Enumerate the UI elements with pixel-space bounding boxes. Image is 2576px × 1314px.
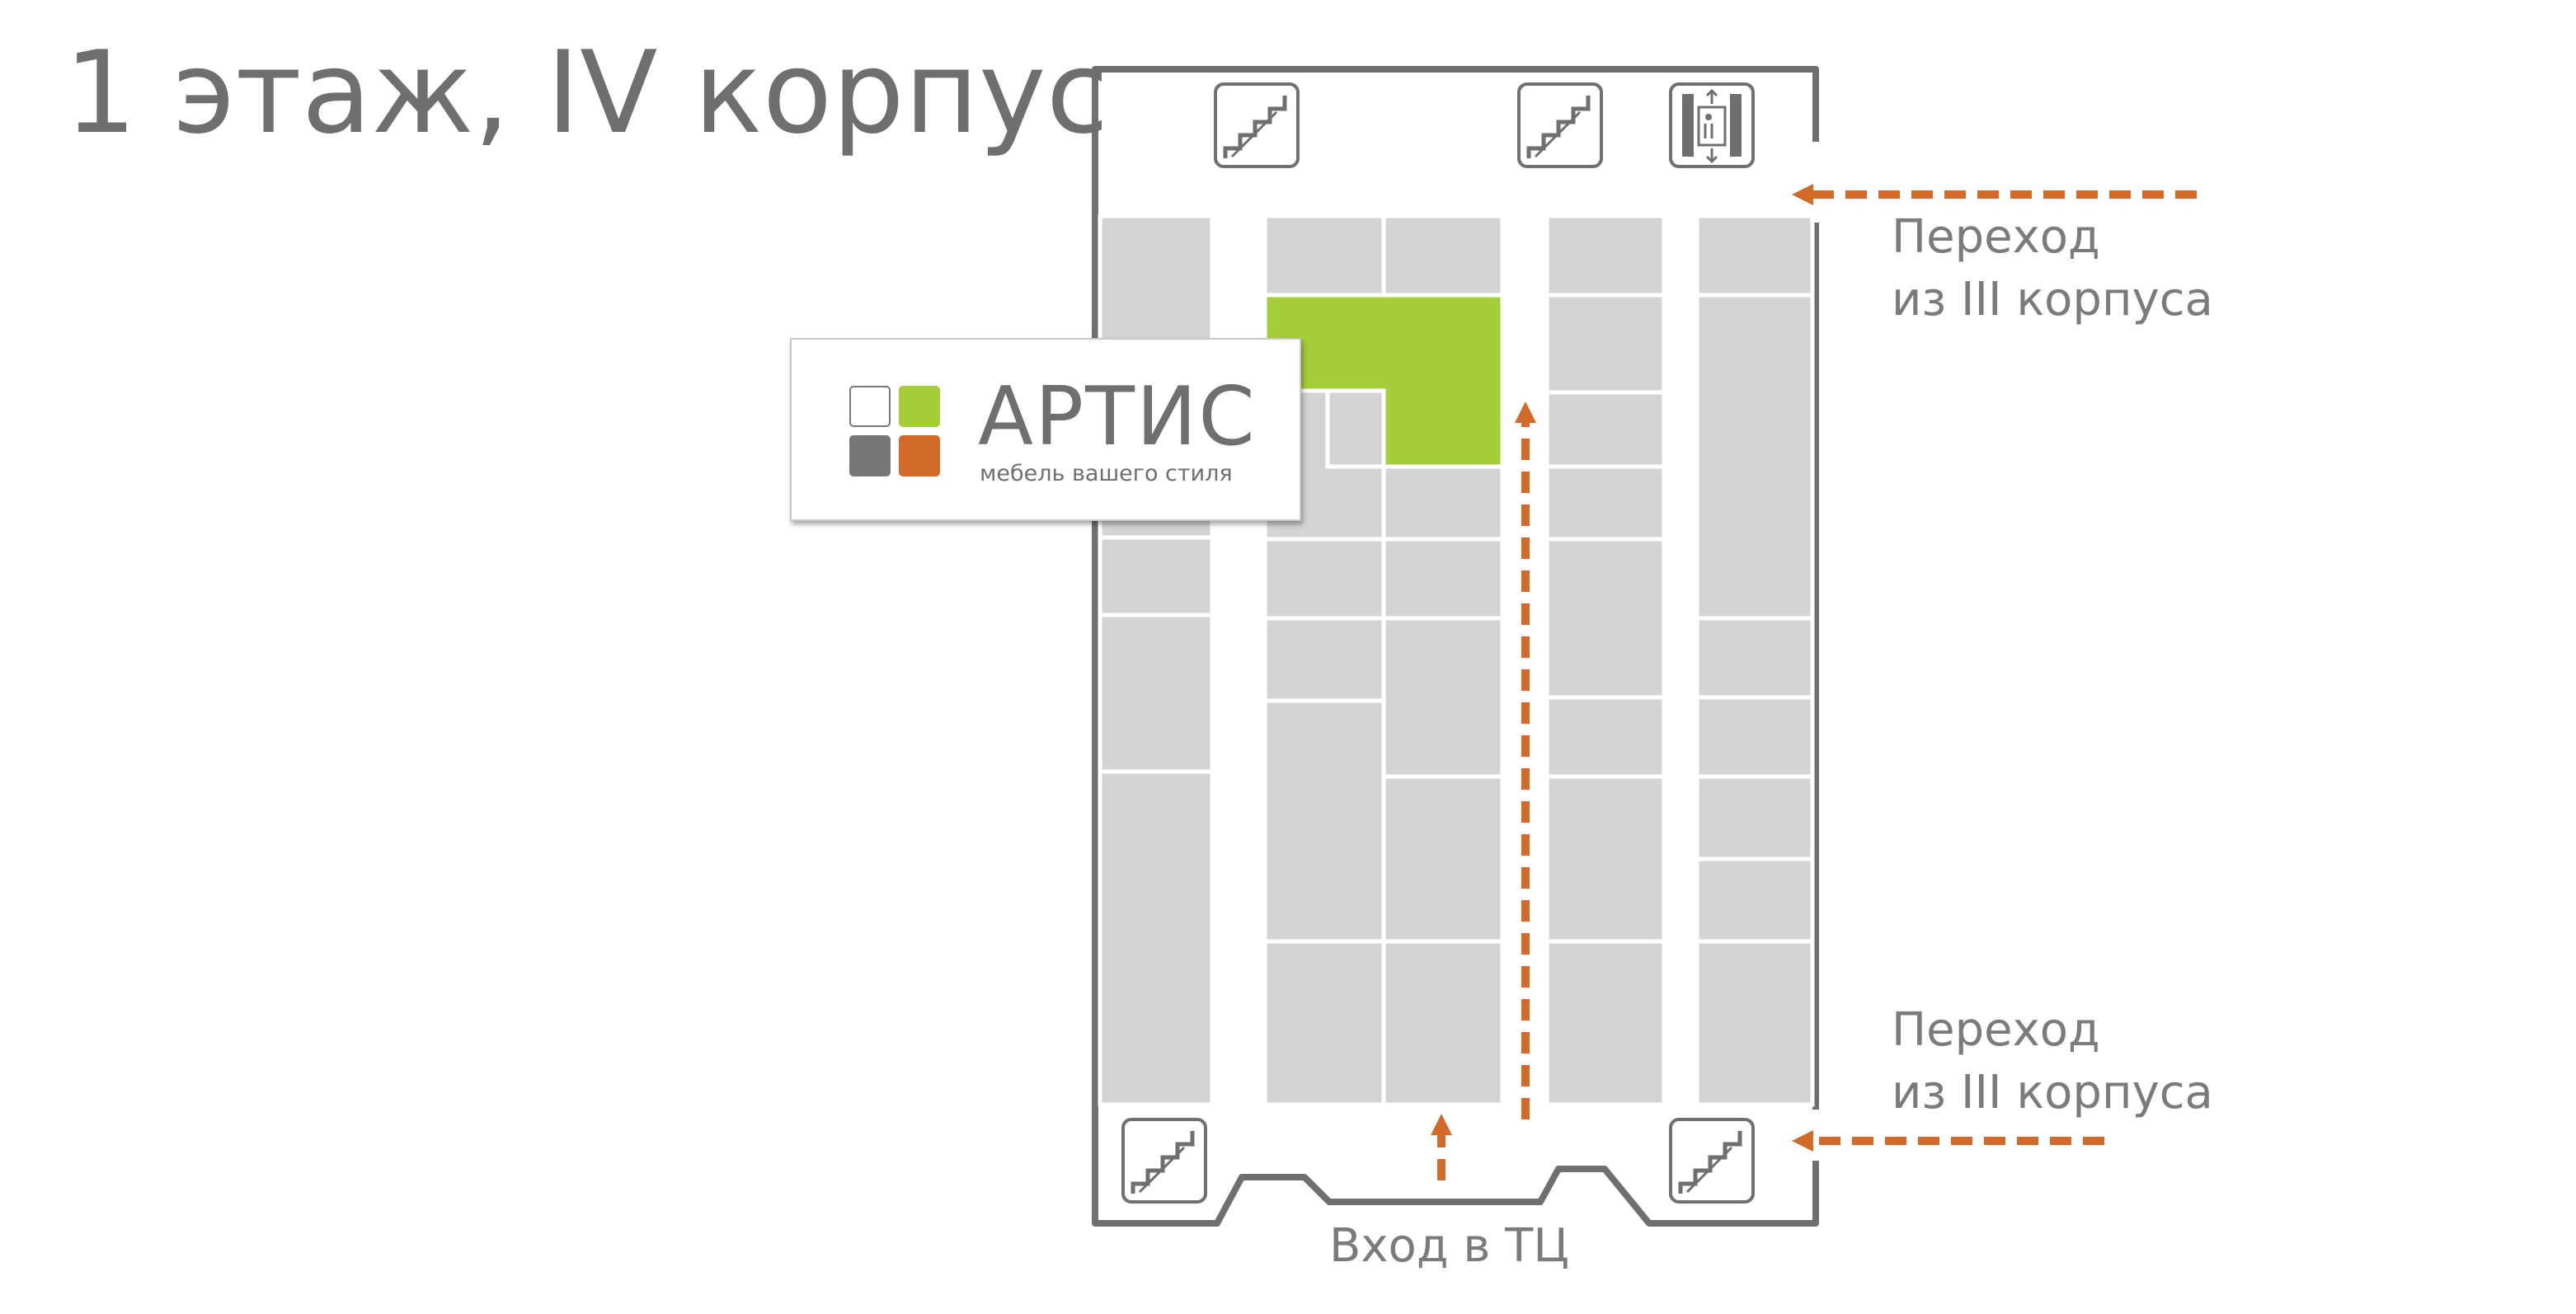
logo-square-gray [849,435,891,476]
store-block [1544,774,1666,944]
stairs-icon [1214,82,1300,168]
transfer-label-top: Переход из III корпуса [1892,206,2213,331]
stairs-icon [1669,1118,1755,1204]
store-name: АРТИС [978,370,1257,464]
store-block [1544,390,1666,469]
store-block [1381,616,1505,779]
store-block [1695,856,1815,944]
store-block [1695,293,1815,621]
transfer-label-bottom-line1: Переход [1892,1003,2100,1057]
store-block [1695,695,1815,779]
store-blocks [1098,214,1815,1107]
floor-walls [1092,66,1819,1227]
store-block [1262,537,1386,621]
store-block [1544,939,1666,1107]
store-tagline: мебель вашего стиля [980,461,1233,486]
store-block [1381,464,1505,542]
store-block [1098,612,1215,774]
store-block [1262,214,1386,298]
stairs-icon [1121,1118,1207,1204]
store-block [1262,939,1386,1107]
store-block [1262,616,1386,703]
store-block [1262,698,1386,944]
page-title: 1 этаж, IV корпус [64,26,1109,159]
logo-square-white [849,386,891,427]
route-arrows [1431,184,2197,1180]
logo-square-green [899,386,940,427]
transfer-label-top-line1: Переход [1892,210,2100,264]
transfer-label-bottom: Переход из III корпуса [1892,999,2213,1124]
logo-square-orange [899,435,940,476]
store-block [1695,774,1815,861]
store-block [1098,535,1215,617]
store-block [1381,774,1505,944]
store-block [1544,464,1666,542]
store-block [1544,293,1666,395]
transfer-label-top-line2: из III корпуса [1892,273,2213,326]
store-block [1544,537,1666,700]
entrance-label: Вход в ТЦ [1329,1219,1569,1273]
store-block [1544,214,1666,298]
stairs-icon [1517,82,1603,168]
store-block [1695,939,1815,1107]
store-block [1695,616,1815,700]
store-block [1695,214,1815,298]
elevator-icon [1669,82,1755,168]
store-block [1381,214,1505,298]
store-block [1098,769,1215,1107]
store-logo-card[interactable]: АРТИС мебель вашего стиля [790,338,1301,521]
transfer-label-bottom-line2: из III корпуса [1892,1066,2213,1119]
store-block [1381,537,1505,621]
store-block [1381,939,1505,1107]
store-block [1325,388,1386,469]
store-block [1544,695,1666,779]
